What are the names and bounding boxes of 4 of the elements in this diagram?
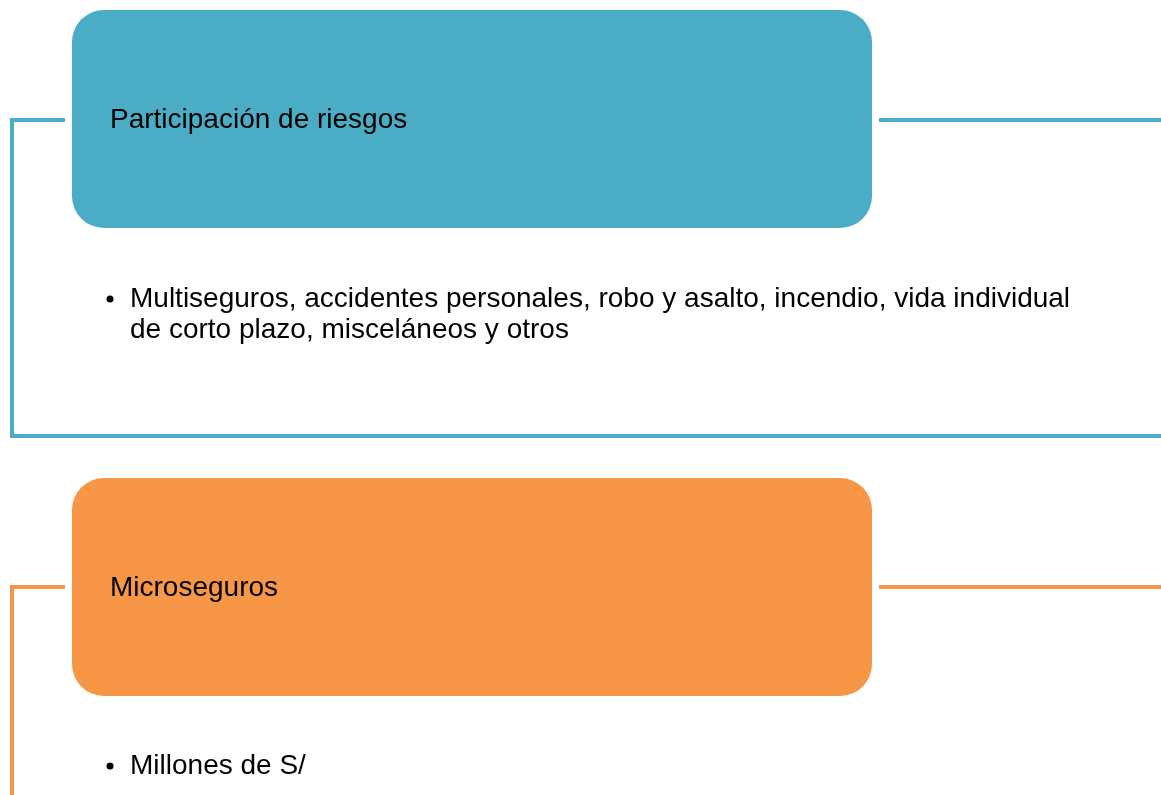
- bullet-text: Millones de S/: [130, 749, 306, 780]
- heading-text: Participación de riesgos: [110, 103, 408, 135]
- bullet-text: Multiseguros, accidentes personales, robo y asalto, incendio, vida individual de corto plazo, misceláneos y otros: [130, 282, 1071, 344]
- heading-text: Microseguros: [110, 571, 279, 603]
